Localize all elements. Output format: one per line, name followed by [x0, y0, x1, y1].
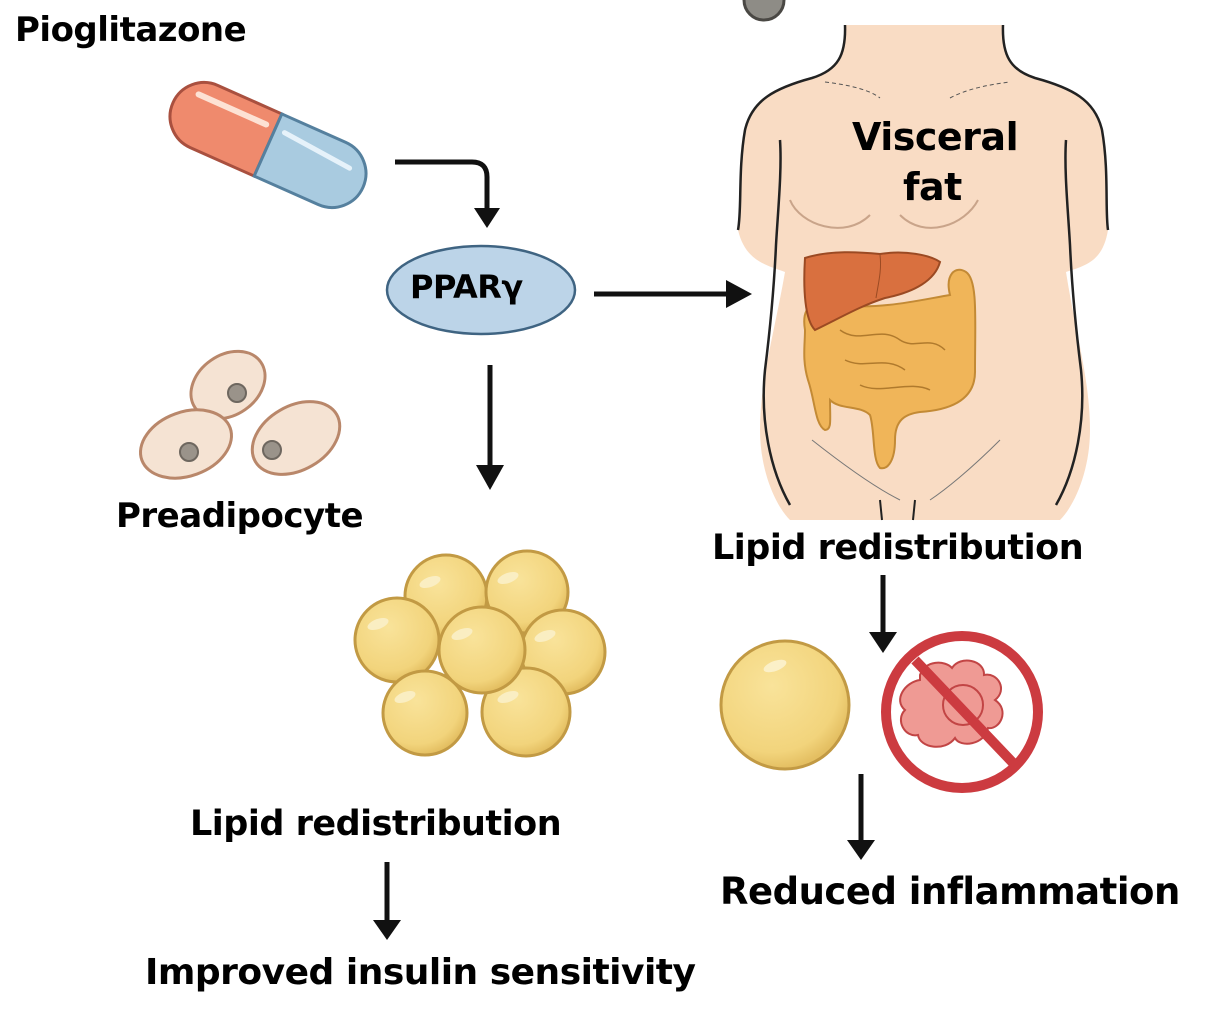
adipocyte-cluster-icon: [353, 549, 607, 758]
visceral-fat-label-line2: fat: [903, 165, 962, 209]
right-lipid-redistribution-label: Lipid redistribution: [712, 528, 1084, 568]
ppar-gamma-node: [385, 244, 577, 336]
visceral-fat-label-line1: Visceral: [852, 115, 1019, 159]
preadipocyte-label: Preadipocyte: [116, 496, 364, 536]
capsule-icon: [168, 81, 368, 209]
drug-label: Pioglitazone: [15, 10, 247, 50]
preadipocyte-cells-icon: [138, 349, 342, 480]
reduced-inflammation-label: Reduced inflammation: [720, 870, 1180, 913]
adipocyte-icon: [719, 0, 851, 771]
arrow-drug-to-receptor: [395, 159, 490, 212]
receptor-label: PPARγ: [410, 268, 523, 306]
torso-organs-icon: [736, 24, 1110, 521]
left-lipid-redistribution-label: Lipid redistribution: [190, 804, 562, 844]
no-inflammation-icon: [881, 631, 1043, 793]
insulin-sensitivity-label: Improved insulin sensitivity: [145, 952, 696, 993]
